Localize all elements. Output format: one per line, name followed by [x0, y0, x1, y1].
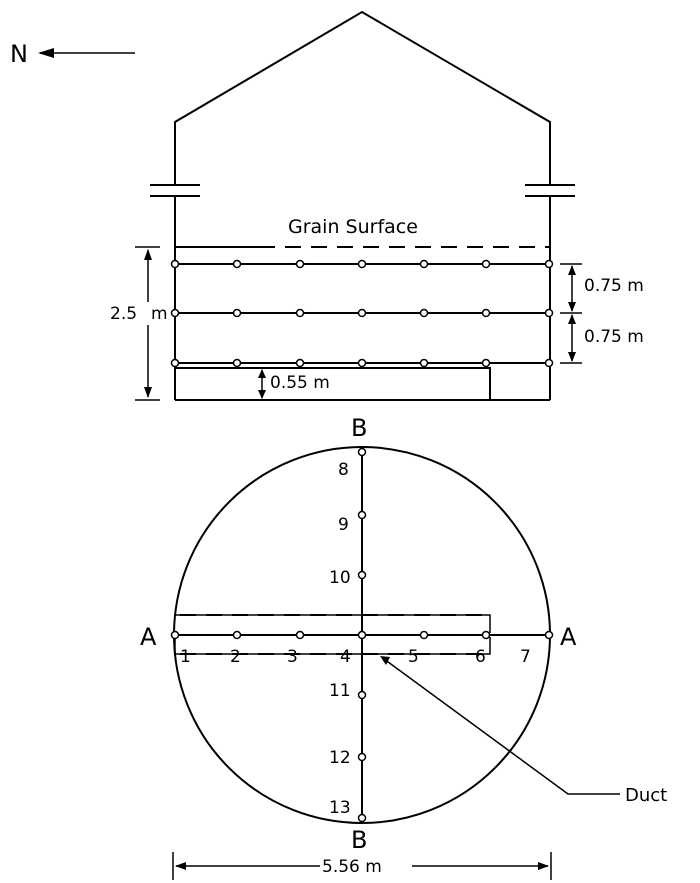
bin-roof — [174, 10, 551, 185]
duct-outline-lower-frame — [174, 637, 491, 655]
axis-b-bottom-label: B — [351, 826, 367, 854]
axis-b-point-labels: 8 9 10 11 12 13 — [329, 460, 351, 818]
height-dim-arrow-bottom — [144, 387, 152, 398]
section-sensor-point — [544, 308, 554, 318]
section-sensor-point — [295, 358, 305, 368]
bin-section-view: Grain Surface 2.5 m 0.75 m 0.75 m — [110, 10, 644, 401]
spacing-lower-arrow-bottom — [568, 352, 576, 362]
duct-height-label: 0.55 m — [270, 373, 330, 393]
section-sensor-point — [419, 358, 429, 368]
section-sensor-point — [481, 308, 491, 318]
axis-b-point-label: 9 — [338, 515, 349, 535]
duct-height-arrow-bottom — [258, 390, 266, 399]
axis-a-point-label: 2 — [230, 647, 241, 667]
axis-a-point-label: 5 — [408, 647, 419, 667]
section-sensor-point — [295, 259, 305, 269]
diameter-arrow-right — [538, 862, 549, 870]
aeration-duct-section — [175, 367, 491, 400]
axis-b-sensor-point — [357, 447, 367, 457]
height-dim-arrow-top — [144, 249, 152, 260]
axis-a-point-label: 1 — [180, 647, 191, 667]
axis-a-sensor-point — [295, 630, 305, 640]
plan-sensor-points — [170, 447, 554, 823]
height-dim-unit: m — [151, 304, 168, 324]
duct-leader-arrow — [380, 656, 390, 665]
axis-b-sensor-point — [357, 510, 367, 520]
spacing-upper-arrow-bottom — [568, 302, 576, 312]
section-sensor-point — [544, 259, 554, 269]
spacing-upper-arrow-top — [568, 265, 576, 275]
axis-b-point-label: 10 — [329, 568, 351, 588]
section-sensor-point — [232, 358, 242, 368]
axis-b-sensor-point — [357, 752, 367, 762]
section-sensor-point — [232, 259, 242, 269]
axis-a-sensor-point — [419, 630, 429, 640]
section-sensor-point — [357, 358, 367, 368]
section-sensor-point — [170, 308, 180, 318]
spacing-lower-arrow-top — [568, 314, 576, 324]
axis-a-sensor-point — [357, 630, 367, 640]
section-sensor-points — [170, 259, 554, 368]
axis-b-sensor-point — [357, 690, 367, 700]
north-label: N — [10, 40, 28, 68]
duct-height-arrow-top — [258, 369, 266, 378]
axis-a-sensor-point — [232, 630, 242, 640]
axis-b-sensor-point — [357, 570, 367, 580]
diameter-arrow-left — [175, 862, 186, 870]
axis-b-point-label: 13 — [329, 798, 351, 818]
axis-a-point-label: 4 — [340, 647, 351, 667]
axis-a-point-label: 3 — [287, 647, 298, 667]
section-sensor-point — [170, 259, 180, 269]
duct-leader-line — [383, 658, 620, 795]
section-sensor-point — [481, 358, 491, 368]
section-sensor-point — [170, 358, 180, 368]
height-dim-value: 2.5 — [110, 304, 137, 324]
axis-a-sensor-point — [544, 630, 554, 640]
axis-a-point-label: 7 — [520, 647, 531, 667]
north-arrow: N — [10, 40, 135, 68]
section-sensor-point — [481, 259, 491, 269]
spacing-upper-label: 0.75 m — [584, 276, 644, 296]
duct-outline-upper — [175, 614, 491, 633]
section-sensor-point — [357, 259, 367, 269]
section-sensor-point — [357, 308, 367, 318]
axis-a-point-labels: 1 2 3 4 5 6 7 — [180, 647, 531, 667]
axis-a-left-label: A — [140, 623, 157, 651]
north-arrow-head — [38, 48, 54, 58]
grain-surface-label: Grain Surface — [288, 216, 418, 238]
diameter-label: 5.56 m — [322, 857, 382, 877]
axis-b-sensor-point — [357, 813, 367, 823]
axis-a-right-label: A — [560, 623, 577, 651]
section-sensor-point — [232, 308, 242, 318]
axis-a-sensor-point — [481, 630, 491, 640]
axis-a-sensor-point — [170, 630, 180, 640]
axis-a-point-label: 6 — [475, 647, 486, 667]
section-sensor-point — [544, 358, 554, 368]
section-sensor-point — [419, 259, 429, 269]
section-sensor-point — [419, 308, 429, 318]
axis-b-point-label: 11 — [329, 681, 351, 701]
axis-b-point-label: 12 — [329, 748, 351, 768]
axis-b-top-label: B — [351, 414, 367, 442]
axis-b-point-label: 8 — [338, 460, 349, 480]
duct-label: Duct — [625, 785, 667, 806]
spacing-lower-label: 0.75 m — [584, 327, 644, 347]
section-sensor-point — [295, 308, 305, 318]
